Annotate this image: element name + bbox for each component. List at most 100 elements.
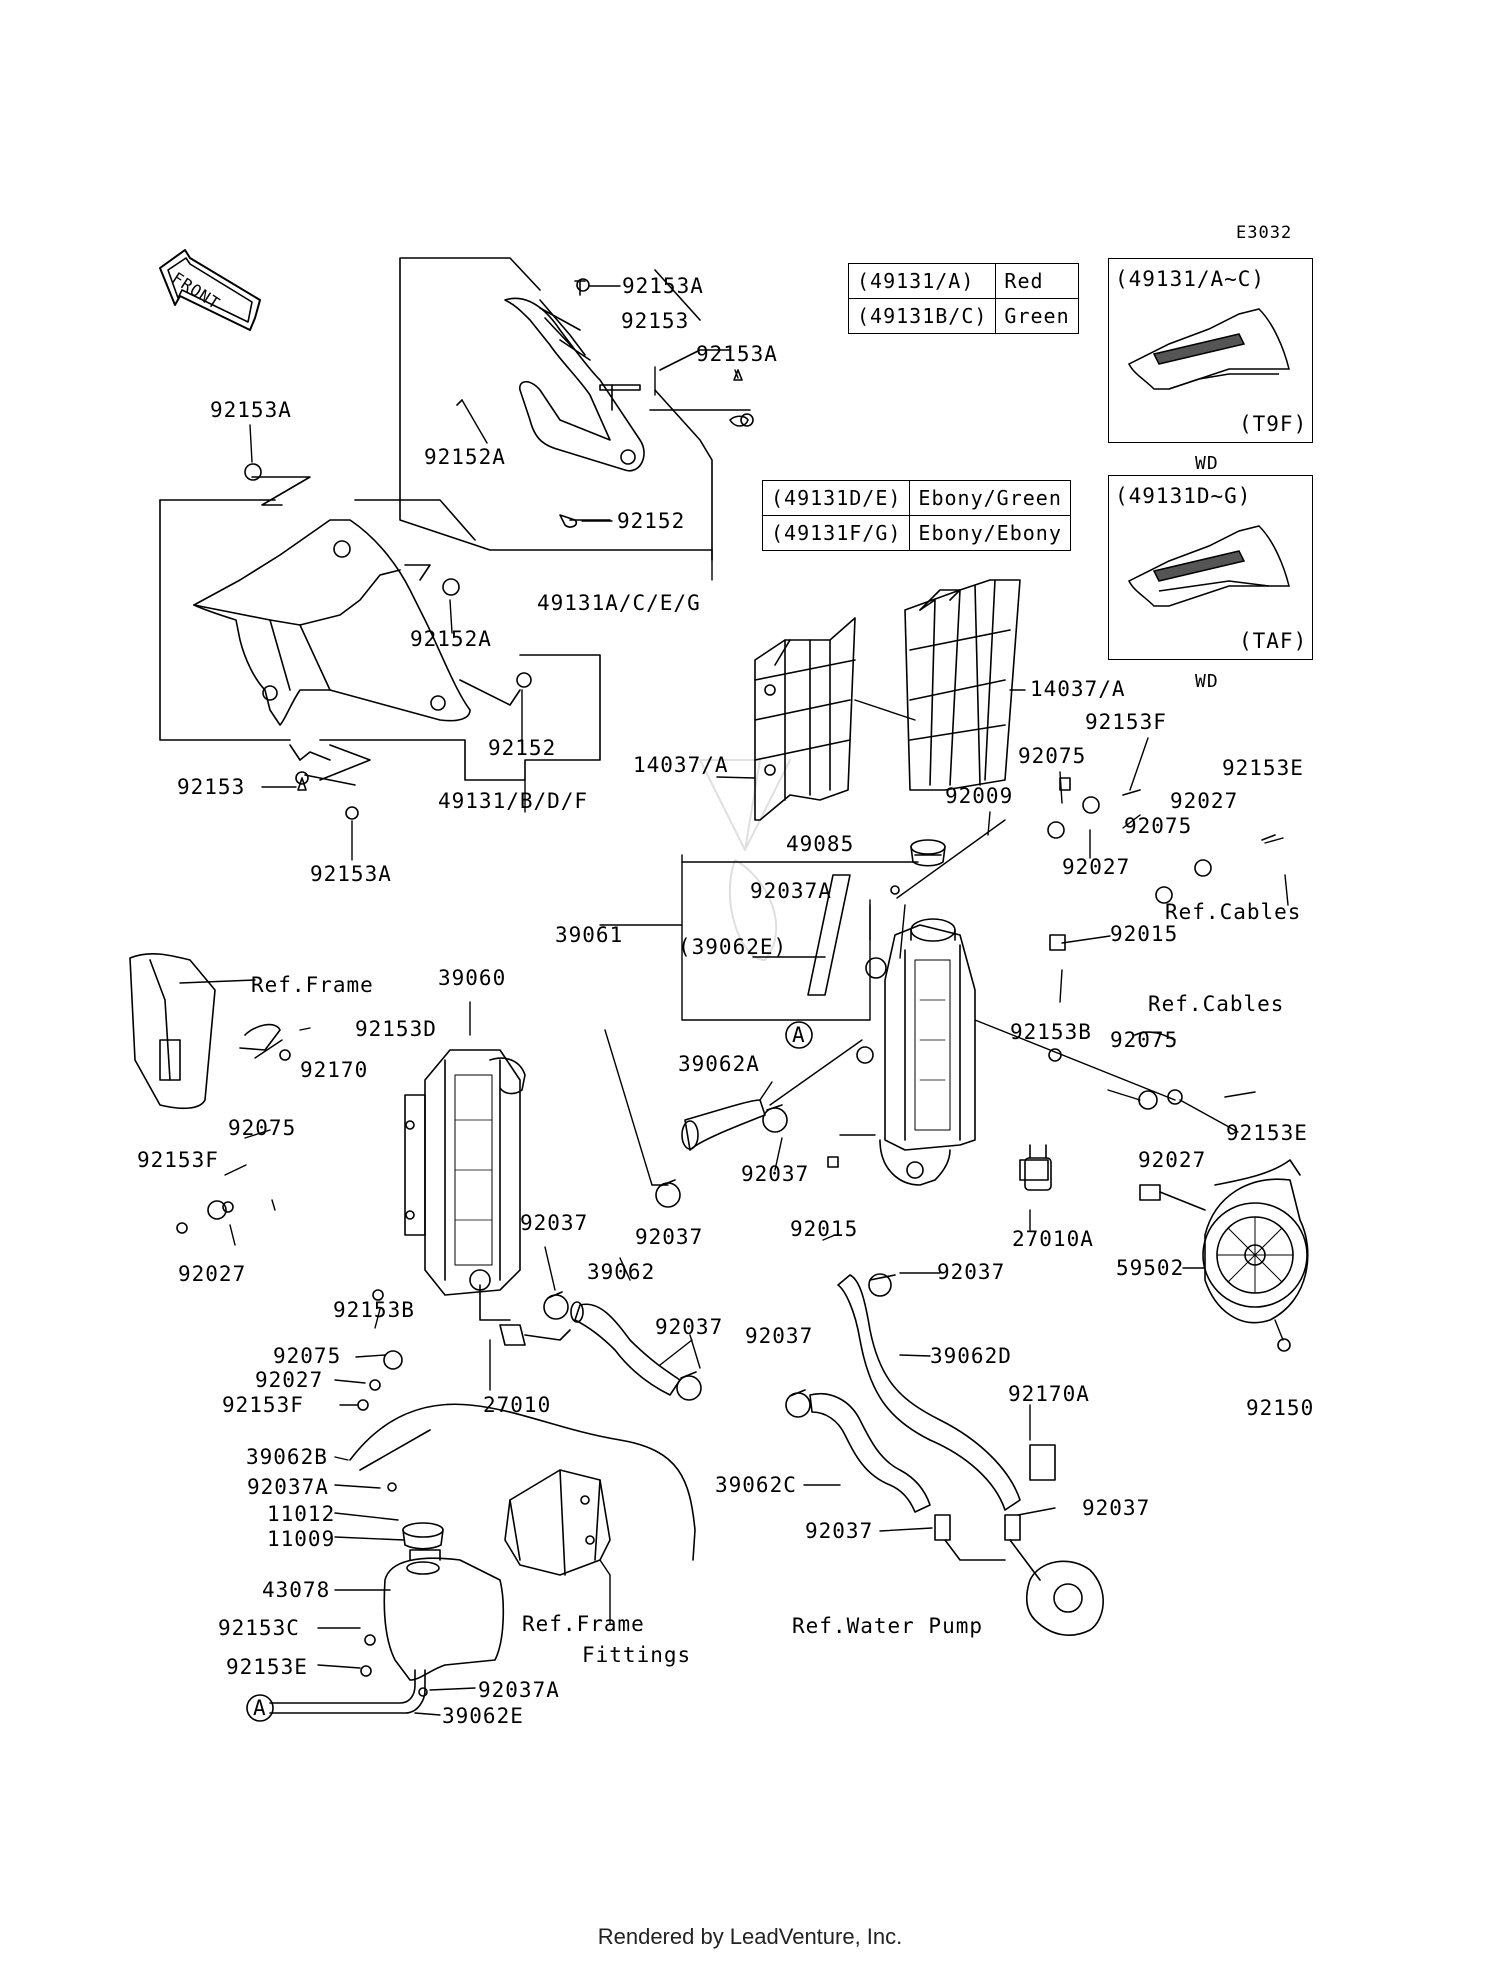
part-label: 92037 (745, 1324, 814, 1348)
part-label: 92037 (1082, 1496, 1151, 1520)
part-label: Ref.Cables (1148, 992, 1285, 1016)
radiator-guard-right (905, 580, 1020, 790)
reservoir-tank-drawing (384, 1523, 503, 1680)
part-label: 92153F (222, 1393, 304, 1417)
radiator-left-drawing (405, 1050, 525, 1320)
part-label: 92153E (1222, 756, 1304, 780)
inset-code: (T9F) (1239, 412, 1308, 436)
part-label: Ref.Water Pump (792, 1614, 984, 1638)
radiator-right-drawing (857, 919, 1051, 1190)
part-label: 92075 (1018, 744, 1087, 768)
part-label: 39061 (555, 923, 624, 947)
shroud-upper-bracket-lines (400, 258, 750, 560)
part-label: 27010 (483, 1393, 552, 1417)
part-label: A (792, 1023, 806, 1047)
part-label: 92037A (247, 1475, 329, 1499)
leader-lines (180, 286, 1288, 1715)
callout-circle-a-bottom (247, 1695, 273, 1721)
part-label: 92152 (617, 509, 686, 533)
decal-inset-taf: (49131D~G) (TAF) (1108, 475, 1313, 660)
part-label: 92037 (520, 1211, 589, 1235)
part-label: 11012 (267, 1502, 336, 1526)
part-label: 92153A (696, 342, 778, 366)
diagram-code: E3032 (1236, 223, 1293, 243)
part-label: 14037/A (633, 753, 729, 777)
cooling-fan-drawing (1140, 1160, 1308, 1323)
color-value: Ebony/Ebony (909, 515, 1071, 551)
shroud-lower-drawing (160, 477, 600, 785)
part-label: 92153B (333, 1298, 415, 1322)
part-label: 49085 (786, 832, 855, 856)
part-label: 14037/A (1030, 677, 1126, 701)
callout-circle-a-top (786, 1022, 812, 1048)
part-label: 92153 (177, 775, 246, 799)
color-part: (49131B/C) (847, 298, 997, 334)
part-label: 27010A (1012, 1227, 1094, 1251)
part-label: 92152A (424, 445, 506, 469)
color-part: (49131/A) (847, 263, 997, 299)
part-label: 92027 (1062, 855, 1131, 879)
part-label: 39060 (438, 966, 507, 990)
decal-shroud-graphic (1109, 506, 1309, 626)
part-label: 92027 (178, 1262, 247, 1286)
part-label: 92153D (355, 1017, 437, 1041)
footer-credit: Rendered by LeadVenture, Inc. (597, 1924, 903, 1949)
part-label: 92075 (273, 1344, 342, 1368)
hose-39062E-short (808, 875, 850, 995)
part-label: 92153A (622, 274, 704, 298)
hose-clamps (544, 1105, 895, 1417)
part-label: 92037A (478, 1678, 560, 1702)
hose-39062C (810, 1394, 930, 1512)
part-label: 49131/B/D/F (438, 789, 589, 813)
inset-below: WD (1195, 671, 1219, 692)
part-label: 92153A (310, 862, 392, 886)
part-label: 39062E (442, 1704, 524, 1728)
part-label: 39062C (715, 1473, 797, 1497)
hose-39062E-bottom (270, 1670, 425, 1713)
part-label: A (253, 1696, 267, 1720)
water-pump-drawing (945, 1540, 1103, 1635)
part-label: 92015 (1110, 922, 1179, 946)
decal-shroud-graphic (1109, 289, 1309, 409)
hose-39062D (838, 1275, 1020, 1510)
part-label: 92027 (255, 1368, 324, 1392)
inset-code: (TAF) (1239, 629, 1308, 653)
color-part: (49131F/G) (761, 515, 911, 551)
part-label: (39062E) (678, 935, 788, 959)
part-label: 92153C (218, 1616, 300, 1640)
part-label: 92153A (210, 398, 292, 422)
part-label: 92075 (1124, 814, 1193, 838)
part-label: 92037 (655, 1315, 724, 1339)
part-label: 39062B (246, 1445, 328, 1469)
part-label: 92009 (945, 784, 1014, 808)
part-label: 59502 (1116, 1256, 1185, 1280)
frame-left-drawing (130, 954, 280, 1108)
part-label: 92075 (1110, 1028, 1179, 1052)
hose-39062B (350, 1404, 695, 1560)
part-label: 92015 (790, 1217, 859, 1241)
part-label: 43078 (262, 1578, 331, 1602)
color-table-red-green: (49131/A)Red (49131B/C)Green (847, 263, 1079, 334)
inset-title: (49131/A~C) (1115, 267, 1266, 291)
part-label: 92153E (1226, 1121, 1308, 1145)
frame-fittings-drawing (505, 1470, 610, 1575)
color-table-ebony: (49131D/E)Ebony/Green (49131F/G)Ebony/Eb… (761, 480, 1071, 551)
watermark-logo (700, 760, 790, 960)
hose-39062 (571, 1302, 680, 1395)
part-label: 92153 (621, 309, 690, 333)
part-label: 92037 (937, 1260, 1006, 1284)
part-label: 92152 (488, 736, 557, 760)
part-label: 92075 (228, 1116, 297, 1140)
decal-inset-t9f: (49131/A~C) (T9F) (1108, 258, 1313, 443)
part-label: 39062D (930, 1344, 1012, 1368)
part-label: 92037 (635, 1225, 704, 1249)
part-label: 92037A (750, 879, 832, 903)
part-label: 11009 (267, 1527, 336, 1551)
temperature-sensors (500, 1160, 1048, 1345)
part-label: 92027 (1170, 789, 1239, 813)
part-label: 92170A (1008, 1382, 1090, 1406)
part-label: 92153E (226, 1655, 308, 1679)
part-label: 39062A (678, 1052, 760, 1076)
part-label: 92170 (300, 1058, 369, 1082)
